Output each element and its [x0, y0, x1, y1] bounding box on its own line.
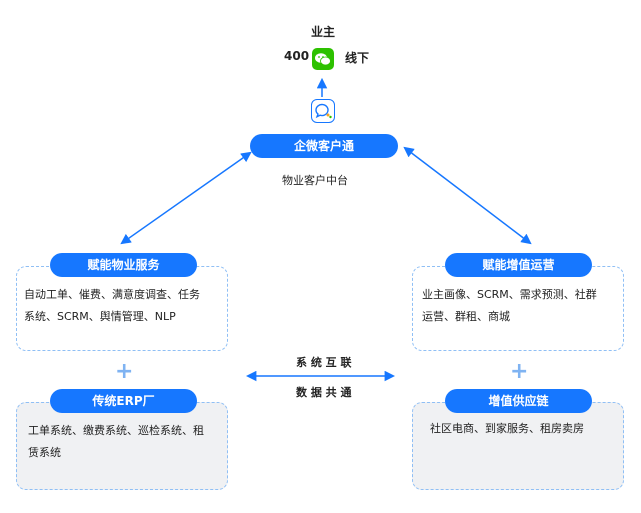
left-bottom-pill: 传统ERP厂 — [50, 389, 197, 413]
wechat-icon — [312, 48, 334, 70]
left-bottom-line-1: 工单系统、缴费系统、巡检系统、租 — [28, 424, 204, 437]
right-bottom-pill: 增值供应链 — [445, 389, 592, 413]
plus-icon-left: + — [115, 359, 134, 384]
center-sub-label: 物业客户中台 — [282, 174, 348, 187]
center-pill: 企微客户通 — [250, 134, 398, 158]
left-top-line-2: 系统、SCRM、舆情管理、NLP — [24, 310, 176, 323]
middle-label-2: 数 据 共 通 — [296, 386, 352, 399]
left-bottom-box — [16, 402, 228, 490]
left-bottom-text: 工单系统、缴费系统、巡检系统、租 赁系统 — [28, 420, 204, 464]
arrow-center-left — [120, 151, 252, 245]
right-bottom-line-1: 社区电商、到家服务、租房卖房 — [430, 422, 584, 435]
channel-offline-label: 线下 — [345, 51, 370, 65]
right-bottom-box — [412, 402, 624, 490]
right-top-line-1: 业主画像、SCRM、需求预测、社群 — [422, 288, 597, 301]
right-top-pill: 赋能增值运营 — [445, 253, 592, 277]
right-top-line-2: 运营、群租、商城 — [422, 310, 510, 323]
left-bottom-line-2: 赁系统 — [28, 446, 61, 459]
right-bottom-text: 社区电商、到家服务、租房卖房 — [430, 418, 584, 440]
wecom-icon — [311, 99, 335, 123]
right-top-text: 业主画像、SCRM、需求预测、社群 运营、群租、商城 — [422, 284, 597, 328]
arrow-center-right — [403, 146, 532, 245]
owner-label: 业主 — [311, 25, 336, 39]
left-top-line-1: 自动工单、催费、满意度调查、任务 — [24, 288, 200, 301]
left-top-text: 自动工单、催费、满意度调查、任务 系统、SCRM、舆情管理、NLP — [24, 284, 200, 328]
middle-label-1: 系 统 互 联 — [296, 356, 352, 369]
left-top-pill: 赋能物业服务 — [50, 253, 197, 277]
plus-icon-right: + — [510, 359, 529, 384]
channel-400-label: 400 — [284, 49, 310, 63]
